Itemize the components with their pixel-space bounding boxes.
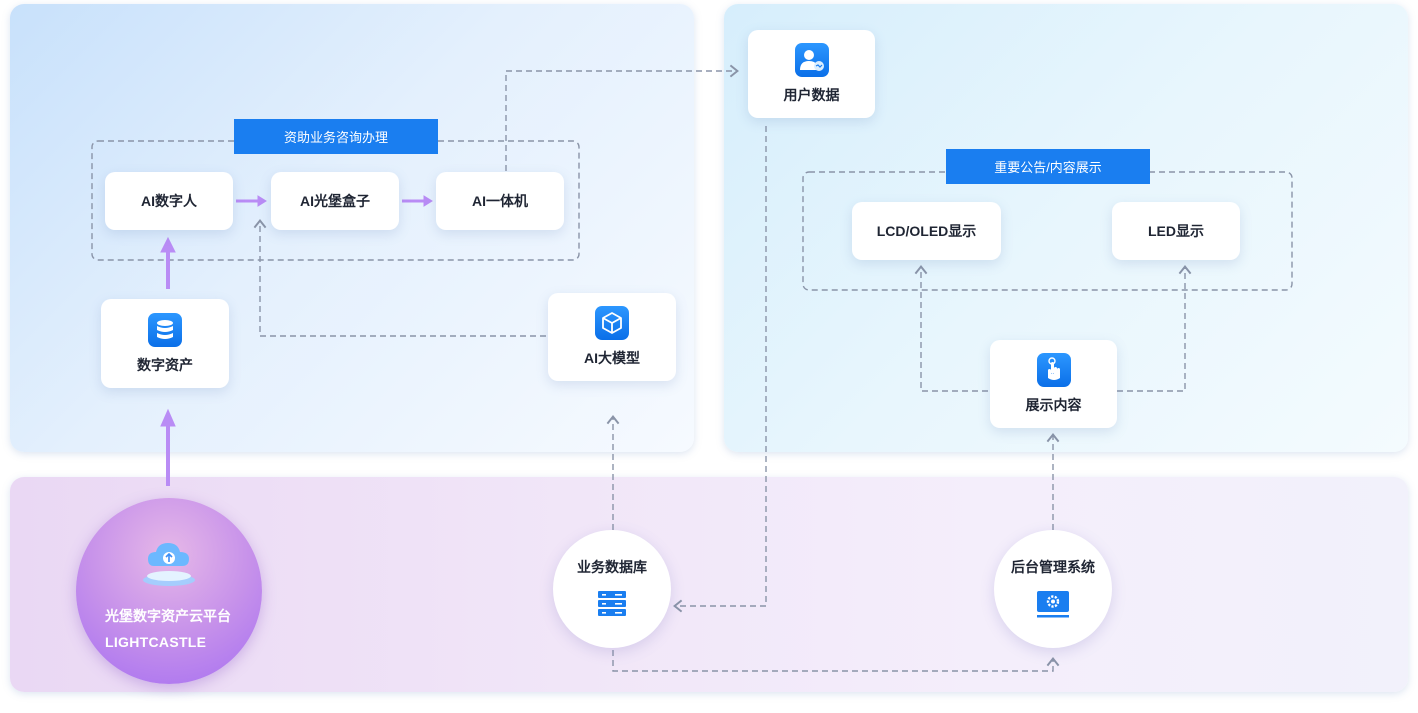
node-label: LED显示 xyxy=(1148,223,1204,239)
gear-monitor-icon xyxy=(1035,589,1071,622)
node-label: LCD/OLED显示 xyxy=(876,223,977,239)
hand-touch-icon xyxy=(1036,353,1071,387)
node-label: AI光堡盒子 xyxy=(300,193,370,209)
node-business-db[interactable]: 业务数据库 xyxy=(553,530,671,648)
node-label: 展示内容 xyxy=(1025,397,1082,413)
node-label: AI数字人 xyxy=(141,193,197,209)
cloud-upload-icon xyxy=(134,530,204,590)
node-label: 数字资产 xyxy=(137,356,193,373)
cube-icon xyxy=(595,306,629,340)
platform-name: 光堡数字资产云平台 xyxy=(105,608,231,624)
node-label: AI一体机 xyxy=(472,193,528,209)
node-lcd-oled[interactable]: LCD/OLED显示 xyxy=(852,202,1001,260)
platform-brand: LIGHTCASTLE xyxy=(105,634,207,650)
node-backend[interactable]: 后台管理系统 xyxy=(994,530,1112,648)
node-label: 后台管理系统 xyxy=(1011,558,1095,575)
node-ai-box[interactable]: AI光堡盒子 xyxy=(271,172,399,230)
consult-group-tag: 资助业务咨询办理 xyxy=(234,119,438,154)
node-label: 用户数据 xyxy=(783,87,840,103)
node-digital-assets[interactable]: 数字资产 xyxy=(101,299,229,388)
user-chat-icon xyxy=(794,43,829,77)
database-icon xyxy=(148,312,182,347)
node-user-data[interactable]: 用户数据 xyxy=(748,30,875,118)
node-label: 业务数据库 xyxy=(577,558,647,575)
node-ai-digital-human[interactable]: AI数字人 xyxy=(105,172,233,230)
platform-node[interactable]: 光堡数字资产云平台 LIGHTCASTLE xyxy=(76,498,262,684)
node-label: AI大模型 xyxy=(584,350,640,366)
display-group-tag: 重要公告/内容展示 xyxy=(946,149,1150,184)
node-led[interactable]: LED显示 xyxy=(1112,202,1240,260)
node-display-content[interactable]: 展示内容 xyxy=(990,340,1117,428)
server-icon xyxy=(597,589,627,622)
node-ai-model[interactable]: AI大模型 xyxy=(548,293,676,381)
node-ai-kiosk[interactable]: AI一体机 xyxy=(436,172,564,230)
